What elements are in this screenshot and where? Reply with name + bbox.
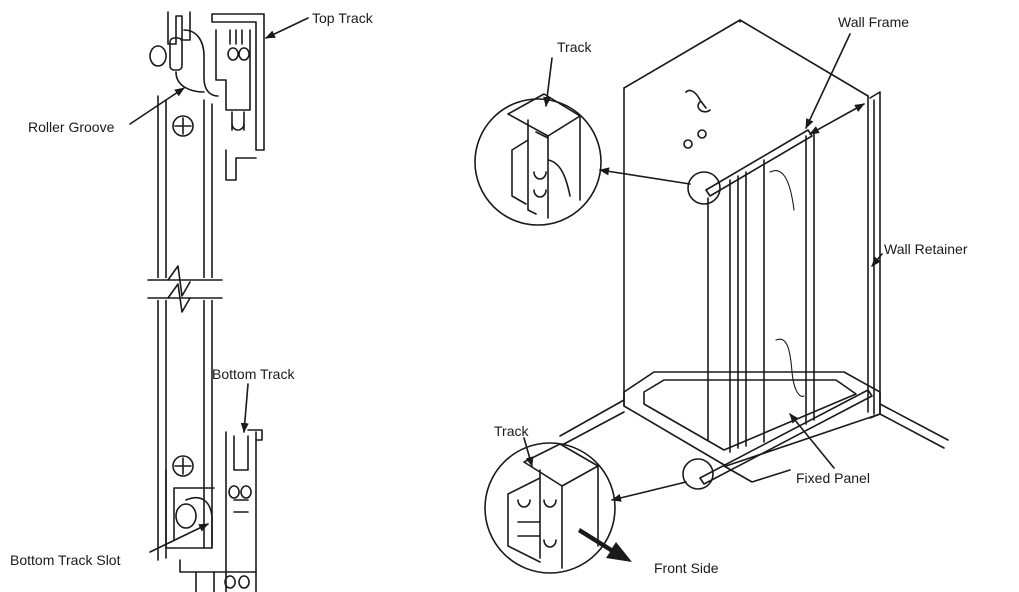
detail-marker-bottom (682, 458, 714, 490)
bottom-track-profile (165, 429, 263, 592)
label-bottom-track: Bottom Track (212, 366, 295, 382)
label-front-side: Front Side (654, 560, 719, 576)
detail-marker-top (687, 171, 721, 205)
label-roller-groove: Roller Groove (28, 119, 115, 135)
front-side-arrow (578, 528, 632, 562)
left-labels: Top Track Roller Groove Bottom Track Bot… (10, 10, 374, 568)
door-panel-cross-section (147, 11, 265, 592)
top-track-profile (149, 11, 265, 181)
label-track-upper: Track (557, 39, 592, 55)
left-leader-lines (129, 17, 309, 553)
label-fixed-panel: Fixed Panel (796, 470, 870, 486)
label-track-lower: Track (494, 423, 529, 439)
right-labels: Track Wall Frame Wall Retainer Track Fix… (494, 14, 968, 576)
label-wall-retainer: Wall Retainer (884, 241, 968, 257)
track-detail-bottom (484, 442, 616, 574)
right-leader-lines (523, 33, 883, 502)
label-top-track: Top Track (312, 10, 374, 26)
label-wall-frame: Wall Frame (838, 14, 909, 30)
shower-enclosure (559, 19, 949, 485)
door-panel-body (147, 95, 223, 561)
track-detail-top (474, 93, 602, 226)
label-bottom-track-slot: Bottom Track Slot (10, 552, 121, 568)
